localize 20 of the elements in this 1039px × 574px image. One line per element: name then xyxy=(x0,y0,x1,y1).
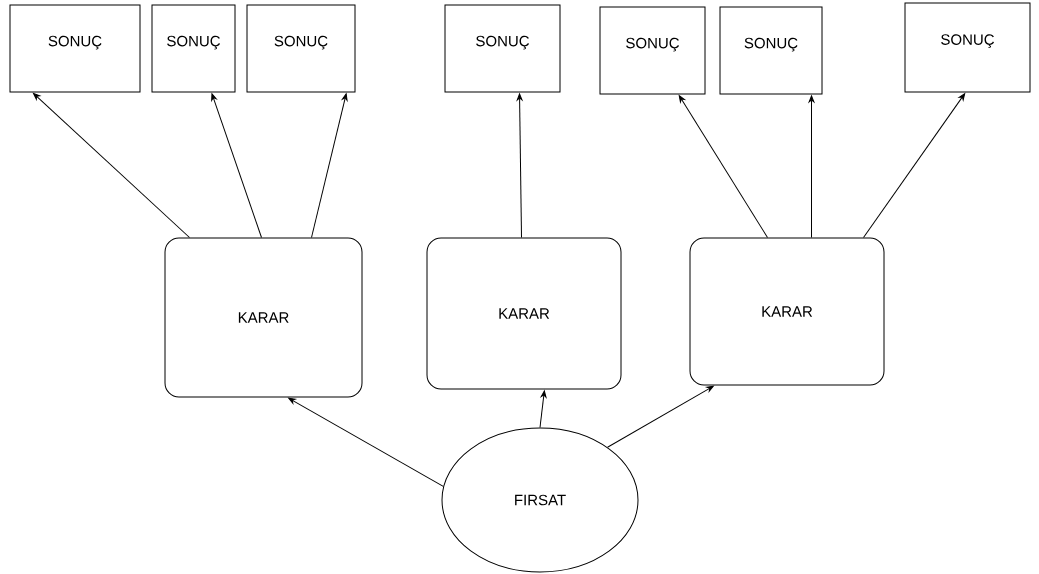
arrow xyxy=(211,93,262,238)
arrow xyxy=(808,95,815,238)
outcome-box: SONUÇ xyxy=(599,6,706,95)
outcome-box: SONUÇ xyxy=(246,4,356,93)
arrow xyxy=(33,92,190,238)
arrow xyxy=(516,93,523,238)
decision-box: KARAR xyxy=(689,237,885,386)
outcome-box: SONUÇ xyxy=(904,2,1031,93)
outcome-box: SONUÇ xyxy=(719,6,823,95)
outcome-box: SONUÇ xyxy=(9,4,141,93)
arrow xyxy=(311,93,348,238)
outcome-box: SONUÇ xyxy=(151,4,236,93)
outcome-box: SONUÇ xyxy=(444,4,561,93)
arrow xyxy=(678,95,768,238)
decision-box: KARAR xyxy=(426,237,622,390)
decision-box: KARAR xyxy=(164,237,363,398)
arrow xyxy=(288,397,444,487)
arrow xyxy=(607,385,714,448)
arrow xyxy=(863,93,966,238)
arrow xyxy=(539,390,547,428)
